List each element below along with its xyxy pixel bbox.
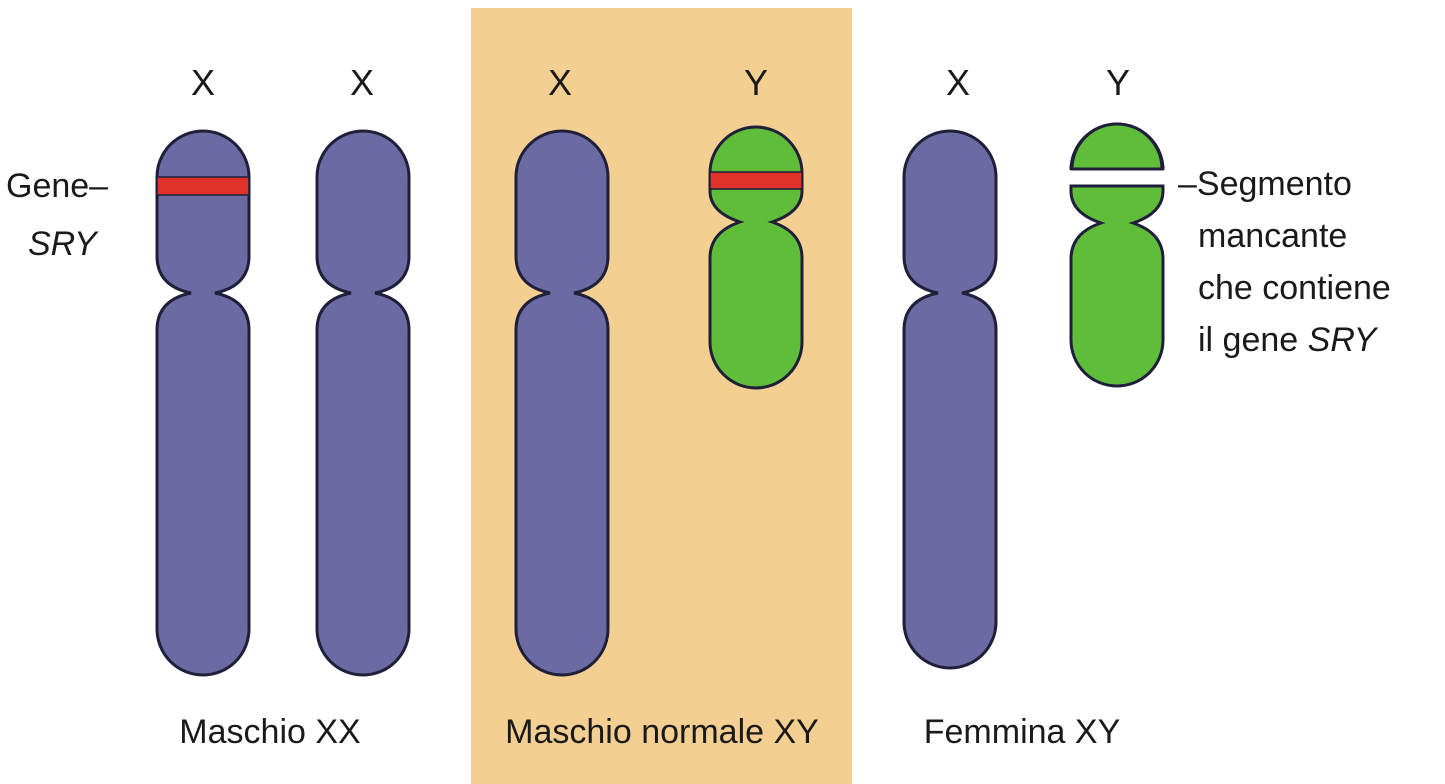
y-chromosome — [710, 127, 802, 388]
group-maschio-xx: X X Maschio XX — [157, 62, 409, 751]
group-femmina-xy: X Y Femmina XY — [904, 62, 1163, 751]
x-chromosome — [516, 131, 608, 675]
x-chromosome — [904, 131, 996, 668]
missing-label-line-4: il gene SRY — [1198, 321, 1379, 359]
sry-gene-band — [157, 177, 249, 195]
sry-gene-label: Gene– SRY — [6, 167, 108, 263]
missing-label-line-4-prefix: il gene — [1198, 321, 1308, 359]
group-caption: Femmina XY — [924, 713, 1121, 751]
y-chromosome-cap — [1072, 124, 1162, 169]
missing-label-line-4-sry: SRY — [1308, 321, 1379, 359]
missing-label-line-1: –Segmento — [1178, 165, 1352, 203]
chromosome-letter-x: X — [191, 62, 215, 103]
chromosome-letter-x: X — [946, 62, 970, 103]
chromosome-letter-x: X — [548, 62, 572, 103]
group-caption: Maschio XX — [179, 713, 360, 751]
sry-gene-band — [710, 172, 802, 189]
missing-segment-label: –Segmento mancante che contiene il gene … — [1178, 165, 1391, 359]
x-chromosome — [157, 131, 249, 675]
chromosome-letter-x: X — [350, 62, 374, 103]
sry-label: SRY — [28, 225, 99, 263]
chromosome-letter-y: Y — [744, 62, 768, 103]
missing-label-line-2: mancante — [1198, 217, 1347, 255]
gene-label: Gene– — [6, 167, 108, 205]
missing-label-line-3: che contiene — [1198, 269, 1391, 307]
group-caption: Maschio normale XY — [505, 713, 819, 751]
x-chromosome — [317, 131, 409, 675]
chromosome-letter-y: Y — [1106, 62, 1130, 103]
y-chromosome — [1071, 186, 1163, 386]
